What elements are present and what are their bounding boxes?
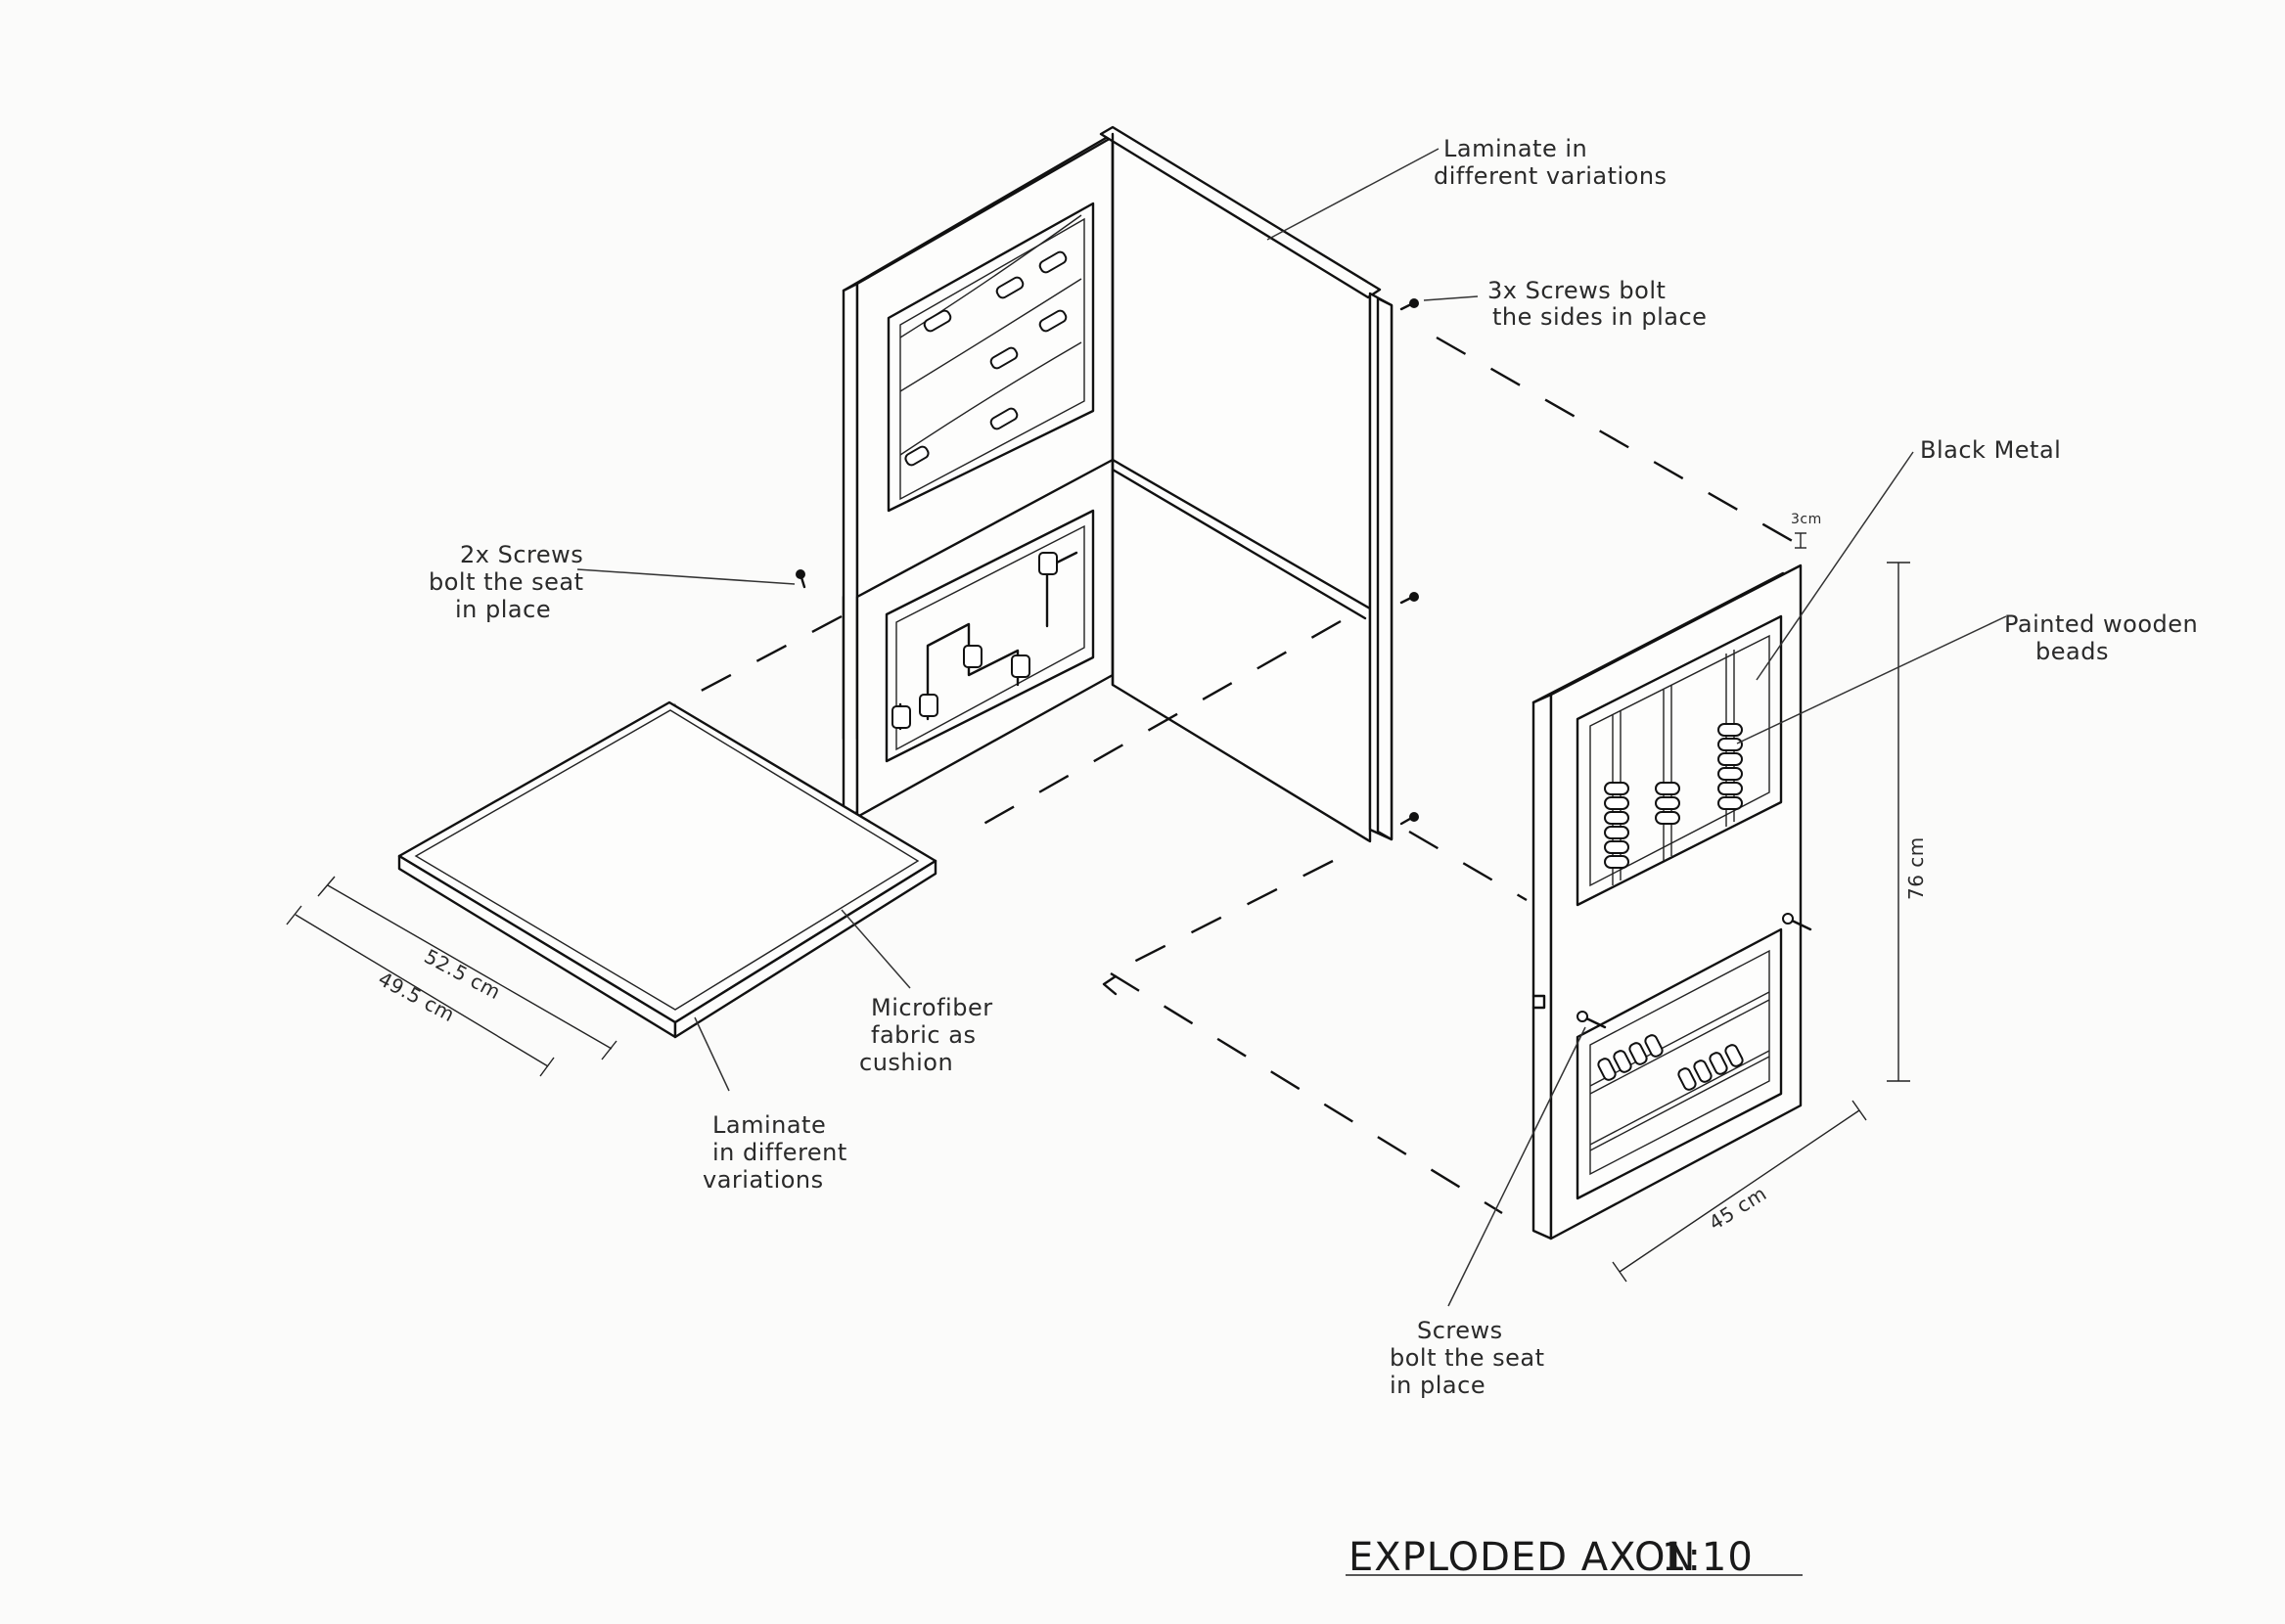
dim-thickness: 3cm [1791,512,1822,527]
screw-icon [1782,913,1812,931]
backrest-assembly [796,125,1419,843]
assembly-guide-lines [674,336,1797,1215]
screw-icon [1399,298,1419,311]
label-beads: Painted wooden beads [2004,610,2198,665]
label-laminate-back: Laminate in different variations [1434,135,1668,190]
leader-lines [576,148,2007,1307]
label-laminate-seat: Laminate in different variations [703,1111,847,1194]
screw-icon [1399,592,1419,605]
title-block: EXPLODED AXON 1:10 [1346,1535,1803,1580]
label-line: 2x Screws [460,541,583,568]
screw-icon [1399,812,1419,826]
label-line: Screws [1417,1317,1503,1344]
label-line: Laminate in [1443,135,1587,162]
label-line: Laminate [712,1111,826,1139]
dimension-lines [286,532,1910,1283]
label-black-metal: Black Metal [1920,436,2061,464]
label-line: different variations [1434,162,1668,190]
label-line: Painted wooden [2004,610,2198,638]
label-line: in different [712,1139,847,1166]
side-panel [1531,564,1812,1241]
label-line: bolt the seat [1390,1344,1545,1372]
label-line: in place [455,596,551,623]
screw-icon [1577,1011,1607,1029]
label-line: variations [703,1166,824,1194]
seat-panel [397,700,937,1039]
drawing-scale: 1:10 [1662,1535,1754,1580]
screw-icon [796,569,806,589]
label-line: fabric as [871,1021,976,1049]
label-line: Microfiber [871,994,993,1021]
label-line: cushion [859,1049,953,1076]
dim-height: 76 cm [1904,836,1928,900]
label-screws-sides: 3x Screws bolt the sides in place [1487,277,1707,331]
label-line: in place [1390,1372,1485,1399]
label-line: beads [2035,638,2109,665]
label-line: 3x Screws bolt [1487,277,1666,304]
drawing-title: EXPLODED AXON [1348,1535,1696,1580]
dim-side-width: 45 cm [1705,1182,1771,1236]
label-line: bolt the seat [429,568,584,596]
label-line: the sides in place [1492,303,1707,331]
label-screws-seat-right: Screws bolt the seat in place [1390,1317,1545,1399]
label-microfiber: Microfiber fabric as cushion [859,994,993,1076]
label-screws-seat-left: 2x Screws bolt the seat in place [429,541,584,623]
